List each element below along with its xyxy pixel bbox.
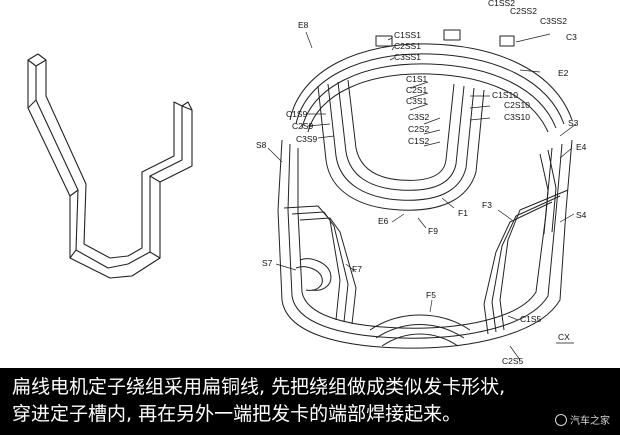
label-e2: E2: [558, 68, 569, 78]
label-c1s5: C1S5: [520, 314, 542, 324]
watermark-logo-icon: [555, 413, 567, 426]
caption-bar: 扁线电机定子绕组采用扁铜线, 先把绕组做成类似发卡形状, 穿进定子槽内, 再在另…: [0, 368, 620, 435]
label-c3s9: C3S9: [296, 134, 318, 144]
label-c3s2: C3S2: [408, 112, 430, 122]
label-s4: S4: [576, 210, 587, 220]
label-c2s5: C2S5: [502, 356, 524, 366]
label-c3s1: C3S1: [406, 96, 428, 106]
label-f3: F3: [482, 200, 492, 210]
label-c3: C3: [566, 32, 577, 42]
label-c3ss1: C3SS1: [394, 52, 421, 62]
label-c2ss2: C2SS2: [510, 6, 537, 16]
label-s7: S7: [262, 258, 273, 268]
label-c1ss2: C1SS2: [488, 0, 515, 8]
label-c1ss1: C1SS1: [394, 30, 421, 40]
label-c2s10: C2S10: [504, 100, 530, 110]
label-e8: E8: [298, 20, 309, 30]
label-s3: S3: [568, 118, 579, 128]
stator-winding-drawing: [277, 29, 573, 349]
label-c1s1: C1S1: [406, 74, 428, 84]
single-hairpin-drawing: [27, 53, 193, 279]
label-c2ss1: C2SS1: [394, 41, 421, 51]
label-s8: S8: [256, 140, 267, 150]
label-e4: E4: [576, 142, 587, 152]
label-f1: F1: [458, 208, 468, 218]
label-c3ss2: C3SS2: [540, 16, 567, 26]
label-f5: F5: [426, 290, 436, 300]
watermark-text: 汽车之家: [570, 416, 610, 427]
label-f7: F7: [352, 264, 362, 274]
label-c3s10: C3S10: [504, 112, 530, 122]
label-e6: E6: [378, 216, 389, 226]
label-c1s2: C1S2: [408, 136, 430, 146]
label-cx: CX: [558, 332, 570, 342]
label-f9: F9: [428, 226, 438, 236]
hairpin-stator-diagram: C1SS2 C2SS2 C3SS2 C3 E8 C1SS1 C2SS1 C3SS…: [27, 0, 587, 366]
leader-lines: [267, 31, 577, 361]
label-c2s1: C2S1: [406, 85, 428, 95]
label-c2s2: C2S2: [408, 124, 430, 134]
label-c1s9: C1S9: [286, 109, 308, 119]
caption-line-1: 扁线电机定子绕组采用扁铜线, 先把绕组做成类似发卡形状,: [12, 376, 506, 398]
watermark: 汽车之家: [555, 412, 610, 427]
label-c1s10: C1S10: [492, 90, 518, 100]
label-c2s9: C2S9: [292, 121, 314, 131]
caption-line-2: 穿进定子槽内, 再在另外一端把发卡的端部焊接起来。: [12, 403, 462, 425]
